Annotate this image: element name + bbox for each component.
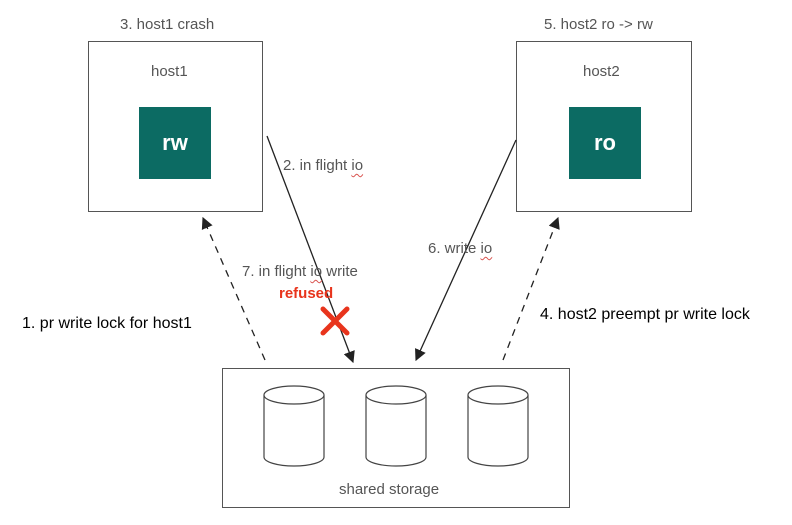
in-flight-io-label-prefix: 2. in flight (283, 157, 352, 174)
host2-title: host2 (583, 63, 620, 80)
disk-icon (365, 385, 427, 467)
write-io-arrow (415, 139, 517, 362)
host1-title: host1 (151, 63, 188, 80)
write-io-label-io: io (480, 240, 493, 257)
write-io-label: 6. write io (428, 240, 492, 257)
in-flight-write-label-io: io (310, 263, 323, 280)
in-flight-write-label-suffix: write (322, 263, 358, 280)
pr-lock-arrow (201, 216, 266, 361)
shared-storage-title: shared storage (339, 481, 440, 498)
in-flight-write-label: 7. in flight io write (242, 263, 358, 280)
in-flight-io-label: 2. in flight io (283, 157, 363, 174)
host2-box: host2 ro (516, 41, 692, 212)
preempt-label: 4. host2 preempt pr write lock (540, 306, 750, 323)
host1-box: host1 rw (88, 41, 263, 212)
pr-lock-label: 1. pr write lock for host1 (22, 315, 192, 332)
preempt-arrow (502, 216, 560, 361)
disk-icon (467, 385, 529, 467)
disk-icon (263, 385, 325, 467)
in-flight-io-label-io: io (351, 157, 364, 174)
host2-mode-badge: ro (569, 107, 641, 179)
in-flight-write-label-prefix: 7. in flight (242, 263, 311, 280)
refused-x-icon (320, 306, 350, 336)
host1-crash-caption: 3. host1 crash (120, 16, 215, 33)
write-io-label-prefix: 6. write (428, 240, 481, 257)
refused-label: refused (279, 285, 334, 302)
host1-mode-badge: rw (139, 107, 211, 179)
host2-promote-caption: 5. host2 ro -> rw (544, 16, 653, 33)
